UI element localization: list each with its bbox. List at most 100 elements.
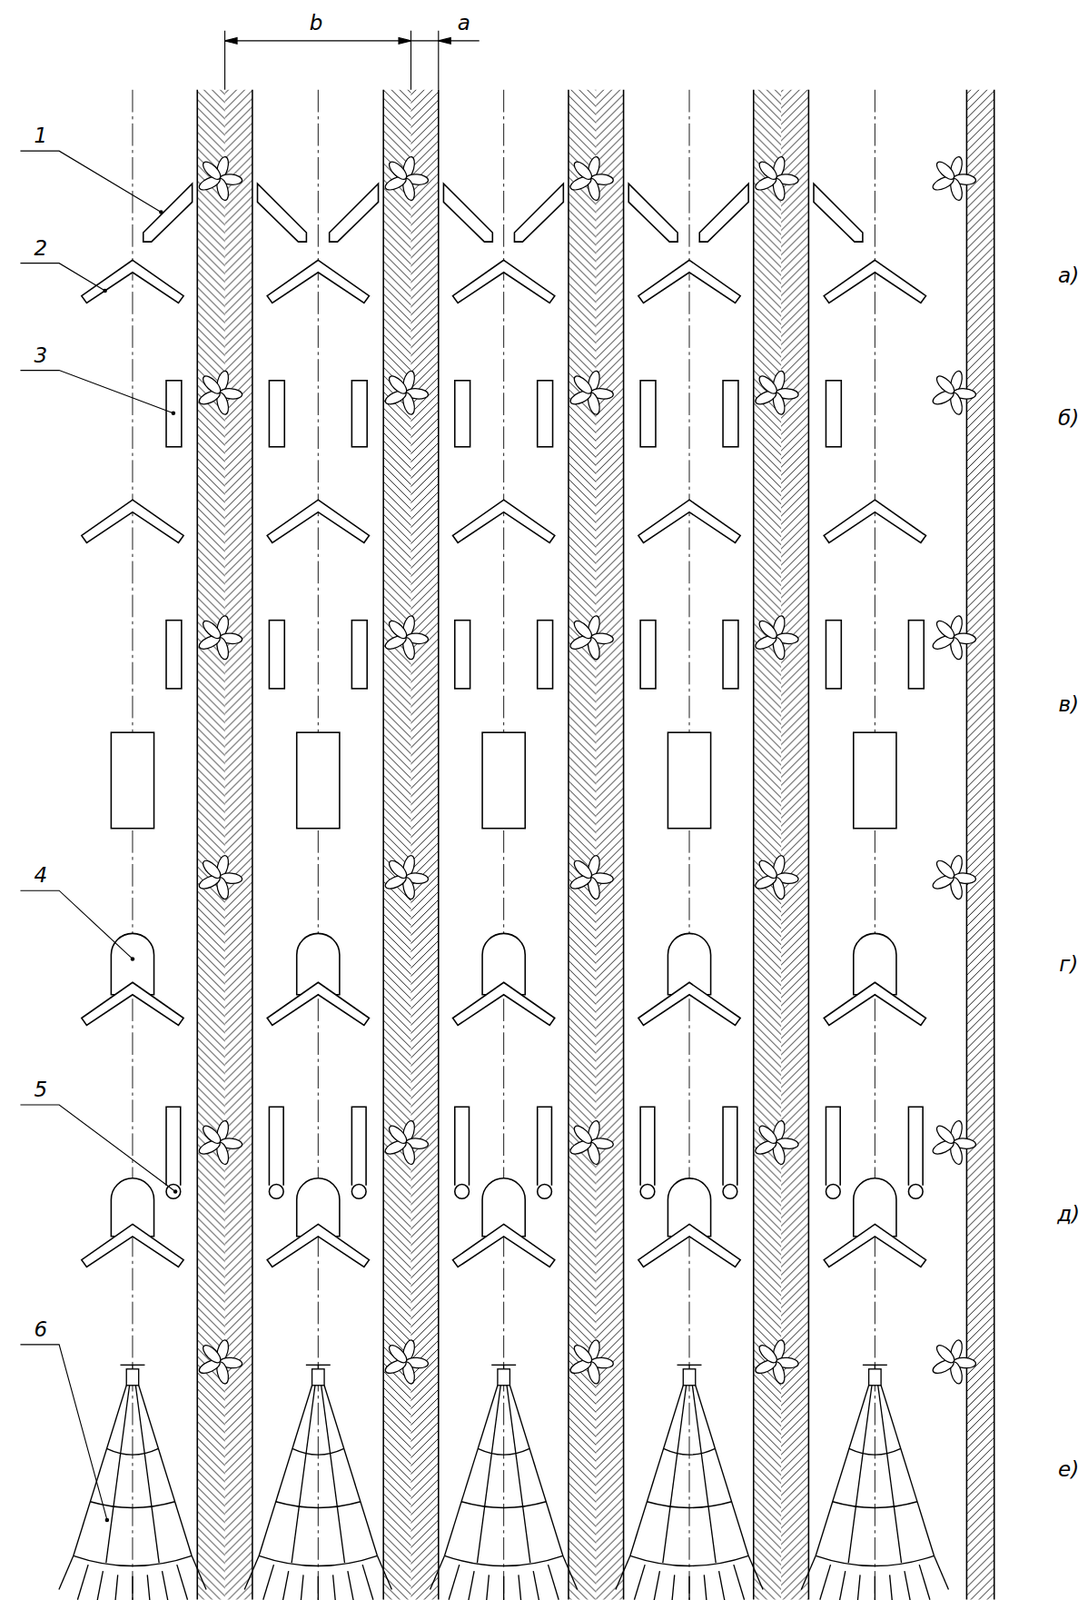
leader-line — [19, 1104, 178, 1194]
rod-knife — [640, 1106, 655, 1185]
plant-row-strip — [568, 89, 624, 1600]
plant-symbol — [197, 853, 243, 901]
plant-symbol — [568, 613, 614, 661]
rod-knife — [722, 1106, 738, 1185]
plant-symbol — [383, 155, 429, 202]
arrow-share — [823, 981, 926, 1025]
angled-blade — [443, 183, 493, 242]
arrow-share — [453, 1223, 555, 1267]
flat-knife — [537, 380, 554, 447]
spring-rake — [244, 1364, 392, 1600]
dimension-label: b — [309, 11, 324, 33]
leader-line — [19, 263, 107, 294]
arrow-share — [81, 499, 184, 543]
plant-symbol — [753, 155, 800, 202]
rod-knife-tip — [268, 1184, 284, 1199]
arrow-share — [267, 259, 369, 303]
plant-row-strip — [383, 89, 439, 1600]
flat-knife — [166, 620, 182, 689]
plant-symbol — [383, 1118, 429, 1166]
arrow-share — [453, 981, 555, 1025]
spring-rake — [615, 1364, 763, 1600]
arrow-share — [81, 1223, 184, 1267]
dimension-label: a — [457, 11, 471, 33]
plant-symbol — [197, 1338, 243, 1385]
wide-tool — [110, 731, 154, 829]
spring-rake — [801, 1364, 949, 1600]
angled-blade — [143, 183, 193, 242]
arrow-share — [823, 259, 926, 303]
rod-knife — [825, 1106, 841, 1185]
flat-knife — [825, 380, 841, 447]
arrow-share — [267, 1223, 369, 1267]
plant-symbol — [930, 853, 977, 901]
plant-symbol — [197, 369, 243, 416]
leader-line — [19, 150, 163, 215]
wide-tool — [482, 731, 525, 829]
plant-symbol — [930, 1338, 977, 1385]
leader-line — [19, 370, 176, 416]
arrow-share — [267, 981, 369, 1025]
arrow-share — [638, 981, 741, 1025]
arrow-share — [81, 259, 184, 303]
rod-knife-tip — [351, 1184, 366, 1199]
flat-knife — [722, 380, 739, 447]
plant-row-strip — [966, 89, 994, 1600]
rod-knife — [351, 1106, 366, 1185]
arrow-share — [638, 259, 741, 303]
wide-tool — [667, 731, 711, 829]
wide-tool — [296, 731, 340, 829]
row-label: б) — [1058, 407, 1079, 429]
plant-symbol — [568, 853, 614, 901]
rod-knife — [268, 1106, 284, 1185]
callout-number: 2 — [34, 237, 49, 258]
angled-blade — [257, 183, 307, 242]
rod-knife-tip — [454, 1184, 470, 1199]
flat-knife — [454, 380, 471, 447]
row-label: а) — [1058, 265, 1079, 287]
arrow-share — [638, 1223, 741, 1267]
rod-knife-tip — [537, 1184, 553, 1199]
angled-blade — [514, 183, 564, 242]
flat-knife — [825, 620, 841, 689]
flat-knife — [640, 620, 656, 689]
row-label: е) — [1058, 1457, 1079, 1479]
plant-symbol — [753, 1118, 800, 1166]
angled-blade — [813, 183, 863, 242]
dimension — [225, 30, 480, 90]
rod-knife-tip — [640, 1184, 655, 1199]
angled-blade — [628, 183, 678, 242]
rod-knife-tip — [722, 1184, 738, 1199]
plant-symbol — [197, 1118, 243, 1166]
flat-knife — [268, 620, 285, 689]
arrow-share — [823, 1223, 926, 1267]
arrow-share — [453, 259, 555, 303]
leader-line — [19, 1344, 109, 1522]
callout-number: 4 — [34, 864, 49, 886]
plant-symbol — [753, 853, 800, 901]
plant-symbol — [383, 1338, 429, 1385]
plant-symbol — [930, 1118, 977, 1166]
flat-knife — [351, 620, 367, 689]
plant-symbol — [568, 155, 614, 202]
row-label: д) — [1057, 1203, 1080, 1225]
spring-rake — [59, 1364, 207, 1600]
flat-knife — [166, 380, 182, 447]
row-label: в) — [1058, 692, 1079, 714]
flat-knife — [351, 380, 367, 447]
arrow-share — [638, 499, 741, 543]
rod-knife — [166, 1106, 181, 1185]
flat-knife — [454, 620, 471, 689]
plant-symbol — [930, 369, 977, 416]
plant-symbol — [197, 155, 243, 202]
angled-blade — [329, 183, 379, 242]
flat-knife — [640, 380, 656, 447]
flat-knife — [722, 620, 739, 689]
plant-symbol — [930, 613, 977, 661]
plant-symbol — [383, 613, 429, 661]
plant-symbol — [753, 613, 800, 661]
arrow-share — [267, 499, 369, 543]
wide-tool — [853, 731, 897, 829]
plant-row-strip — [753, 89, 810, 1600]
